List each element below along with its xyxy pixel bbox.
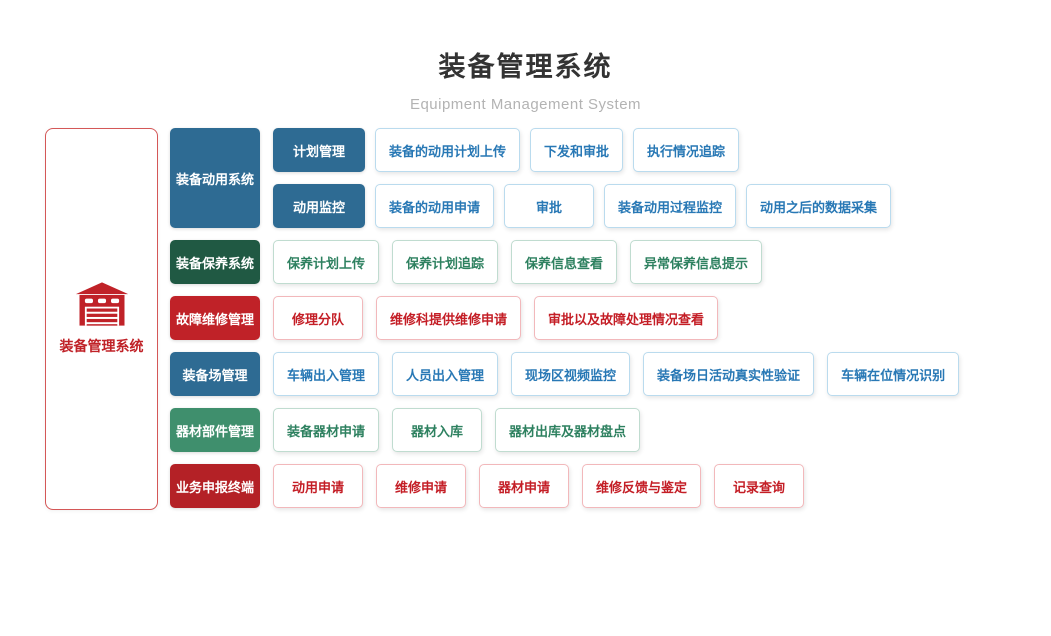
- group-business-terminal: 业务申报终端 动用申请 维修申请 器材申请 维修反馈与鉴定 记录查询: [170, 464, 959, 508]
- subcategory-box-plan-management: 计划管理: [273, 128, 365, 172]
- feature-box: 人员出入管理: [392, 352, 499, 396]
- feature-box: 器材入库: [392, 408, 483, 452]
- feature-box: 动用之后的数据采集: [746, 184, 892, 228]
- mobilization-subrows: 计划管理 装备的动用计划上传 下发和审批 执行情况追踪 动用监控 装备的动用申请…: [273, 128, 892, 228]
- feature-box: 车辆在位情况识别: [827, 352, 960, 396]
- group-material-parts: 器材部件管理 装备器材申请 器材入库 器材出库及器材盘点: [170, 408, 959, 452]
- feature-box: 现场区视频监控: [511, 352, 631, 396]
- feature-box: 保养信息查看: [511, 240, 618, 284]
- category-box-fault-repair: 故障维修管理: [170, 296, 260, 340]
- feature-box: 装备器材申请: [273, 408, 380, 452]
- feature-box: 审批以及故障处理情况查看: [534, 296, 719, 340]
- group-equipment-yard: 装备场管理 车辆出入管理 人员出入管理 现场区视频监控 装备场日活动真实性验证 …: [170, 352, 960, 396]
- page-subtitle: Equipment Management System: [409, 96, 642, 113]
- feature-box: 异常保养信息提示: [630, 240, 763, 284]
- feature-box: 维修申请: [376, 464, 466, 508]
- group-equipment-mobilization: 装备动用系统 计划管理 装备的动用计划上传 下发和审批 执行情况追踪 动用监控 …: [170, 128, 959, 228]
- feature-box: 装备的动用申请: [375, 184, 495, 228]
- feature-box: 装备场日活动真实性验证: [643, 352, 815, 396]
- diagram-rows: 装备动用系统 计划管理 装备的动用计划上传 下发和审批 执行情况追踪 动用监控 …: [170, 128, 960, 508]
- feature-box: 保养计划追踪: [392, 240, 499, 284]
- page-header: 装备管理系统 Equipment Management System: [0, 45, 1051, 113]
- feature-box: 车辆出入管理: [273, 352, 380, 396]
- feature-box: 维修反馈与鉴定: [582, 464, 702, 508]
- category-box-maintenance: 装备保养系统: [170, 240, 260, 284]
- feature-box: 修理分队: [273, 296, 363, 340]
- feature-box: 动用申请: [273, 464, 363, 508]
- feature-box: 审批: [504, 184, 595, 228]
- subrow-plan-management: 计划管理 装备的动用计划上传 下发和审批 执行情况追踪: [273, 128, 891, 172]
- subcategory-box-usage-monitoring: 动用监控: [273, 184, 365, 228]
- root-system-label: 装备管理系统: [59, 338, 144, 354]
- feature-box: 器材申请: [479, 464, 569, 508]
- feature-box: 执行情况追踪: [633, 128, 740, 172]
- feature-box: 保养计划上传: [273, 240, 380, 284]
- feature-box: 装备的动用计划上传: [375, 128, 521, 172]
- category-box-equipment-yard: 装备场管理: [170, 352, 260, 396]
- category-box-mobilization: 装备动用系统: [170, 128, 260, 228]
- feature-box: 器材出库及器材盘点: [495, 408, 641, 452]
- subrow-usage-monitoring: 动用监控 装备的动用申请 审批 装备动用过程监控 动用之后的数据采集: [273, 184, 892, 228]
- category-box-material-parts: 器材部件管理: [170, 408, 260, 452]
- group-fault-repair: 故障维修管理 修理分队 维修科提供维修申请 审批以及故障处理情况查看: [170, 296, 959, 340]
- feature-box: 维修科提供维修申请: [376, 296, 522, 340]
- root-system-box: 装备管理系统: [45, 128, 158, 510]
- page-title: 装备管理系统: [438, 52, 613, 82]
- category-box-business-terminal: 业务申报终端: [170, 464, 260, 508]
- group-maintenance-system: 装备保养系统 保养计划上传 保养计划追踪 保养信息查看 异常保养信息提示: [170, 240, 959, 284]
- garage-icon: [75, 282, 129, 326]
- feature-box: 下发和审批: [530, 128, 624, 172]
- feature-box: 装备动用过程监控: [604, 184, 737, 228]
- feature-box: 记录查询: [714, 464, 805, 508]
